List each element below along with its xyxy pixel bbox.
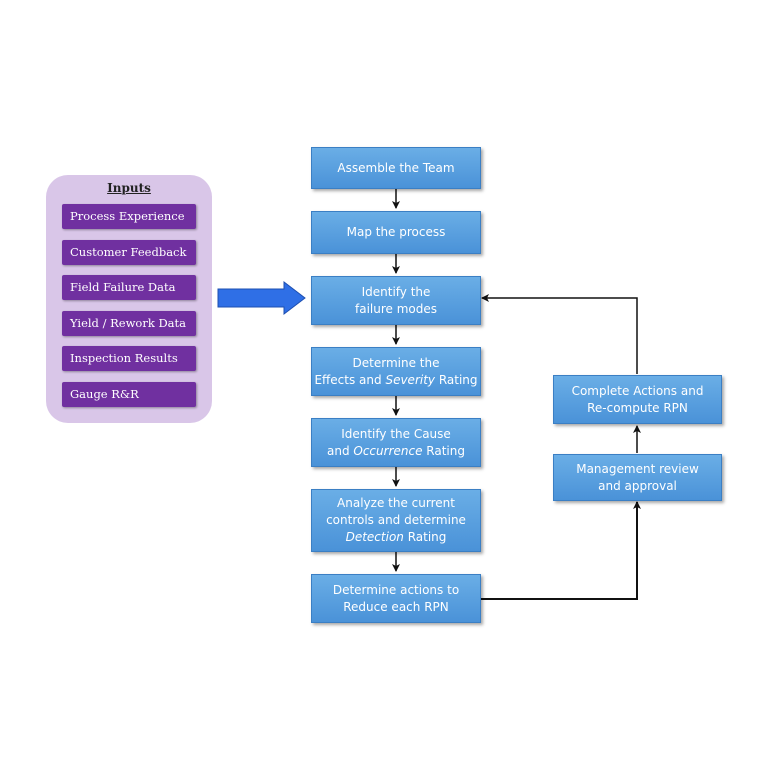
step-management-review: Management review and approval <box>553 454 722 501</box>
step-cause-occurrence: Identify the Cause and Occurrence Rating <box>311 418 481 467</box>
step-identify-failure-line2: failure modes <box>354 301 437 316</box>
step-effects-line1: Determine the <box>352 355 440 370</box>
step-map-process: Map the process <box>311 211 481 254</box>
step-identify-failure-modes: Identify the failure modes <box>311 276 481 325</box>
input-inspection-results: Inspection Results <box>62 346 196 371</box>
arrow-complete-to-identify <box>481 294 638 374</box>
step-map-process-label: Map the process <box>346 225 446 239</box>
arrow-actions-to-management <box>480 501 641 600</box>
inputs-panel: Inputs Process Experience Customer Feedb… <box>46 175 212 423</box>
step-actions-line1: Determine actions to <box>332 582 460 597</box>
input-gauge-rr: Gauge R&R <box>62 382 196 407</box>
step-controls-line2: controls and determine <box>326 513 466 527</box>
step-complete-actions: Complete Actions and Re-compute RPN <box>553 375 722 424</box>
input-process-experience: Process Experience <box>62 204 196 229</box>
step-effects-line2: Effects and Severity Rating <box>314 372 478 387</box>
step-management-line1: Management review <box>576 461 699 476</box>
step-determine-actions: Determine actions to Reduce each RPN <box>311 574 481 623</box>
step-effects-severity: Determine the Effects and Severity Ratin… <box>311 347 481 396</box>
step-complete-line1: Complete Actions and <box>571 383 704 398</box>
input-flow-arrow <box>217 280 306 316</box>
step-controls-line3: Detection Rating <box>345 530 447 544</box>
input-field-failure-data: Field Failure Data <box>62 275 196 300</box>
step-identify-failure-line1: Identify the <box>361 284 431 299</box>
step-management-line2: and approval <box>598 478 677 493</box>
step-cause-line2: and Occurrence Rating <box>327 443 465 458</box>
step-controls-detection: Analyze the current controls and determi… <box>311 489 481 552</box>
inputs-title: Inputs <box>107 181 151 195</box>
step-controls-line1: Analyze the current <box>337 496 455 510</box>
step-assemble-team-label: Assemble the Team <box>337 160 455 175</box>
step-assemble-team: Assemble the Team <box>311 147 481 189</box>
step-actions-line2: Reduce each RPN <box>343 599 449 614</box>
step-complete-line2: Re-compute RPN <box>587 400 688 415</box>
input-yield-rework-data: Yield / Rework Data <box>62 311 196 336</box>
input-customer-feedback: Customer Feedback <box>62 240 196 265</box>
step-cause-line1: Identify the Cause <box>341 426 451 441</box>
